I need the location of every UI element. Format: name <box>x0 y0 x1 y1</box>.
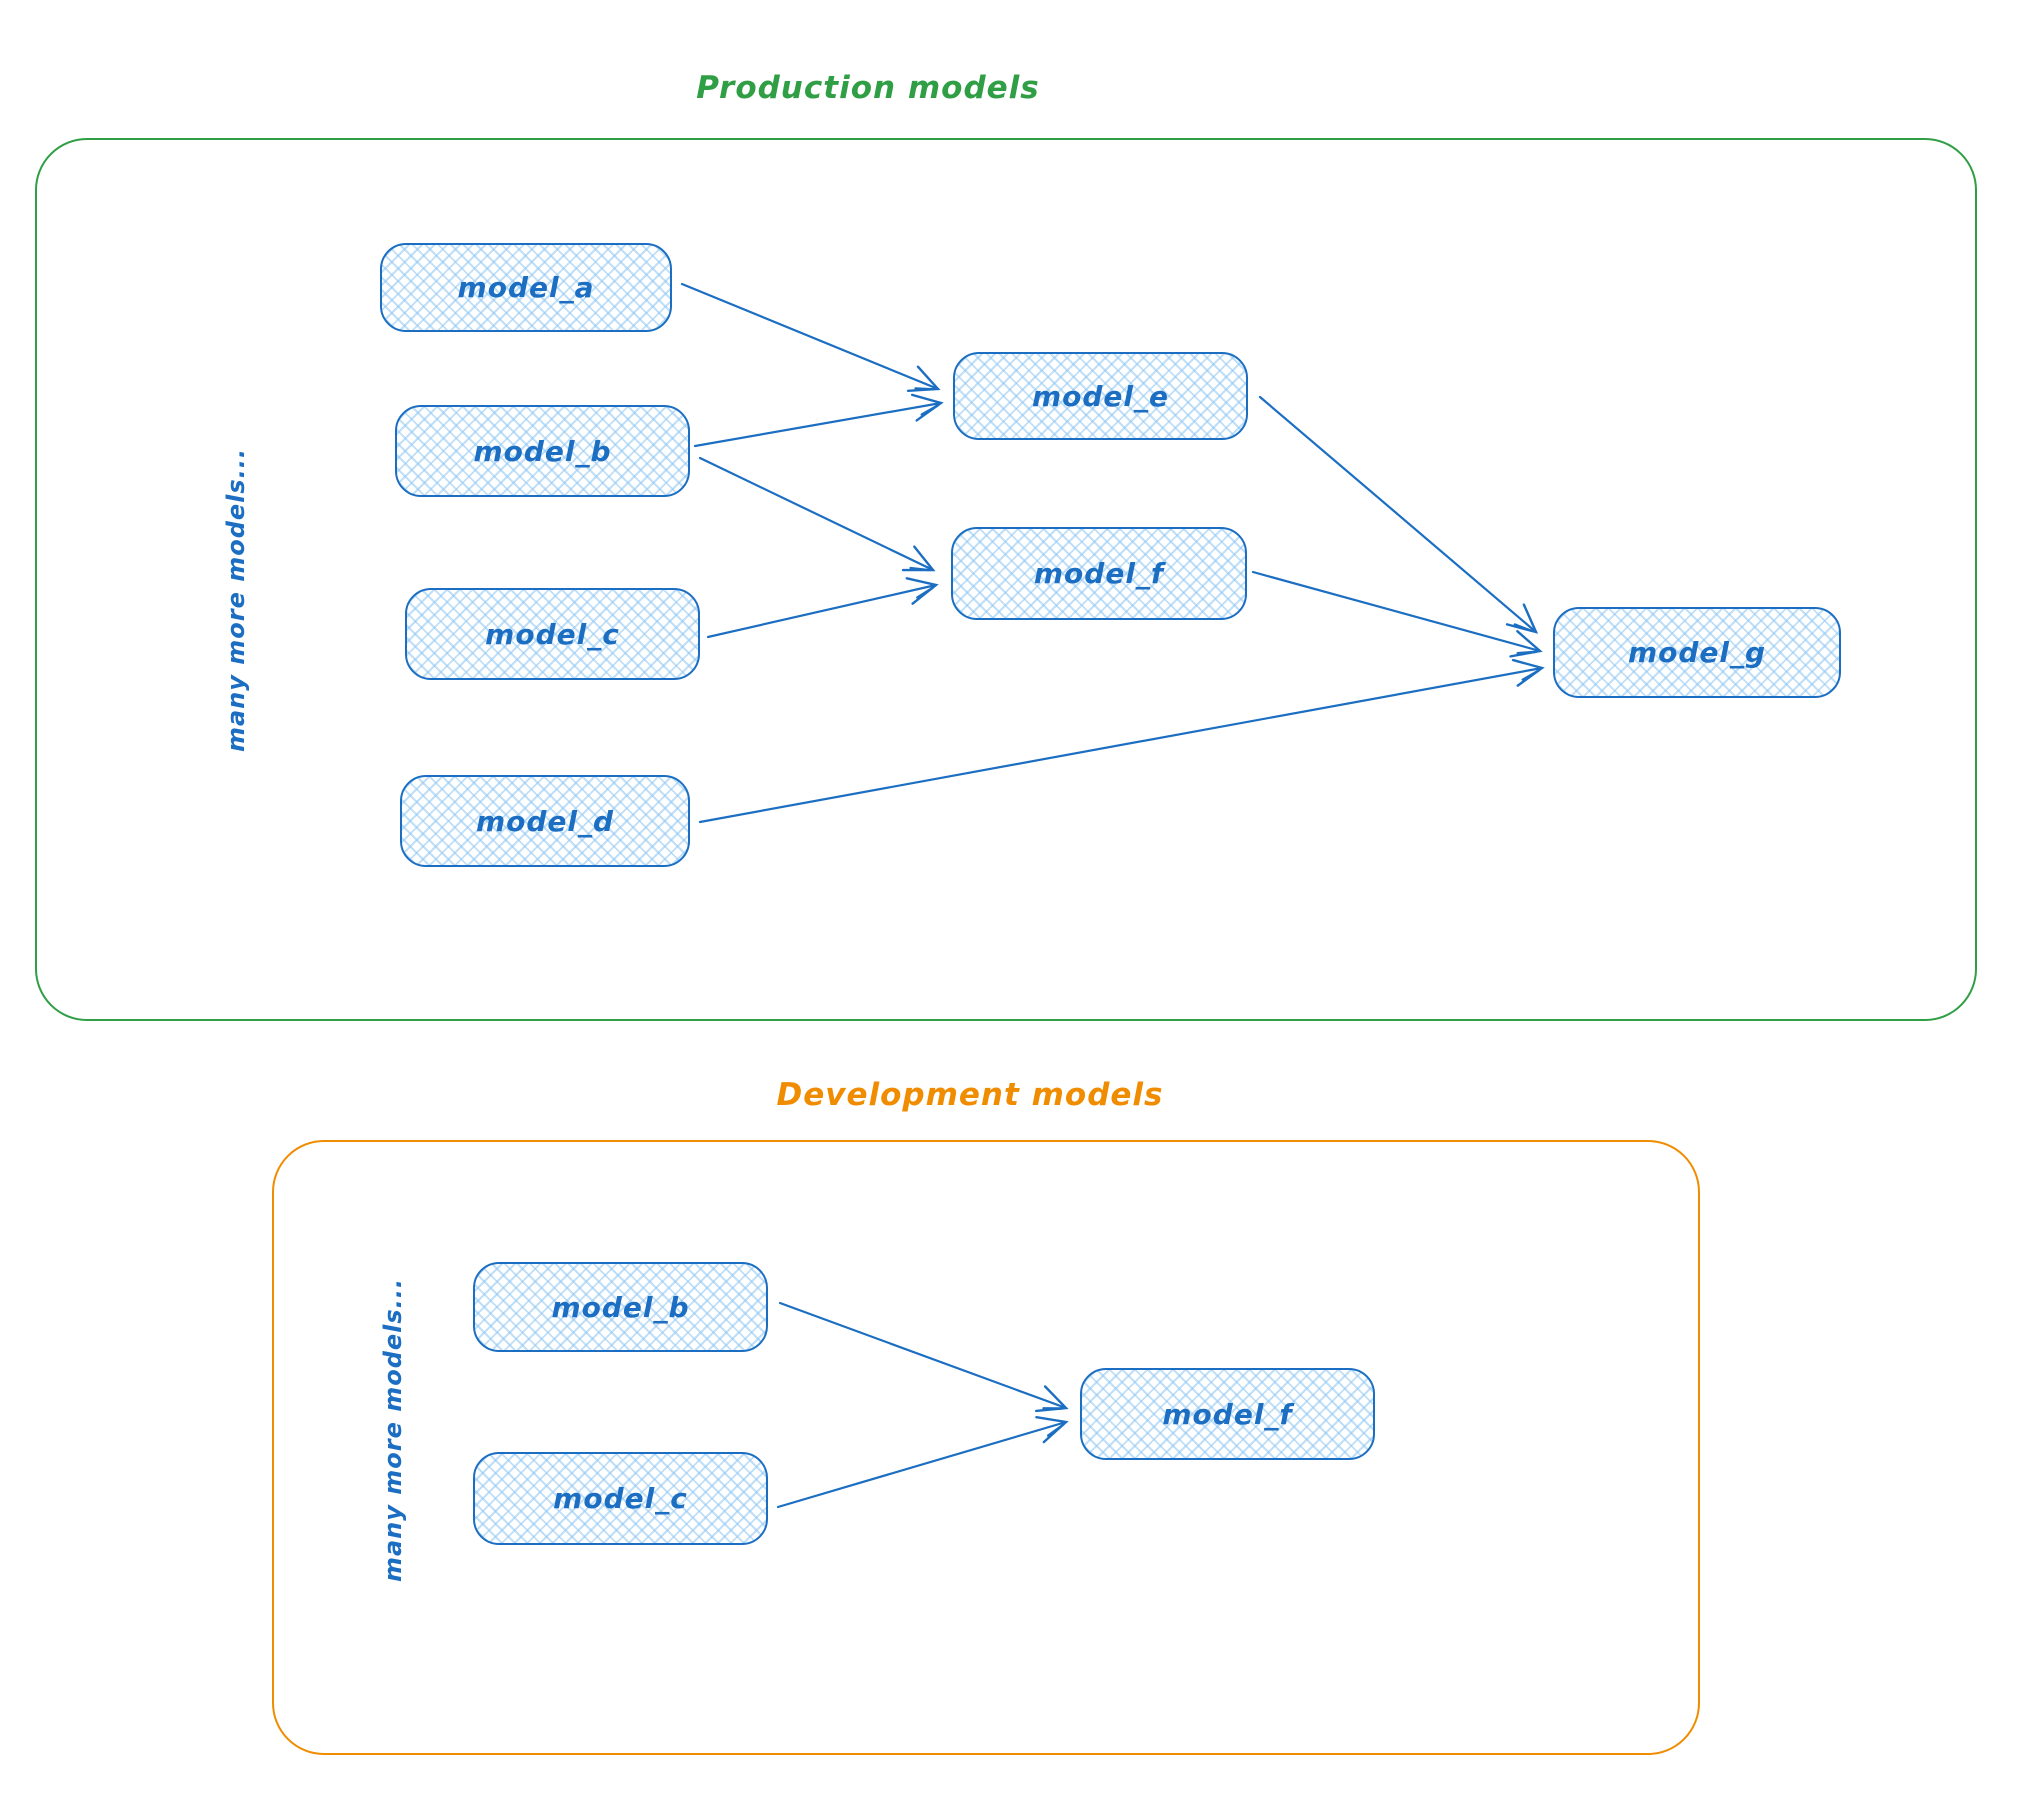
node-prod_e: model_e <box>953 352 1248 440</box>
node-dev_f: model_f <box>1080 1368 1375 1460</box>
node-label: model_e <box>1031 379 1170 413</box>
node-label: model_c <box>485 617 620 651</box>
node-dev_c: model_c <box>473 1452 768 1545</box>
node-prod_b: model_b <box>395 405 690 497</box>
node-prod_f: model_f <box>951 527 1247 620</box>
node-dev_b: model_b <box>473 1262 768 1352</box>
node-label: model_f <box>1033 557 1165 590</box>
node-label: model_c <box>553 1482 688 1515</box>
section-title-development: Development models <box>776 1077 1164 1113</box>
side-label-development: many more models... <box>379 1277 407 1583</box>
node-prod_g: model_g <box>1553 607 1841 698</box>
node-label: model_g <box>1627 636 1767 669</box>
section-frame-production <box>35 138 1977 1021</box>
node-prod_c: model_c <box>405 588 700 680</box>
section-title-production: Production models <box>696 70 1040 106</box>
node-label: model_b <box>473 434 612 468</box>
side-label-production: many more models... <box>222 447 250 753</box>
section-frame-development <box>272 1140 1700 1755</box>
node-label: model_a <box>457 271 595 304</box>
node-label: model_f <box>1162 1397 1293 1431</box>
node-prod_a: model_a <box>380 243 672 332</box>
node-label: model_d <box>475 804 615 838</box>
node-label: model_b <box>551 1290 690 1324</box>
node-prod_d: model_d <box>400 775 690 867</box>
